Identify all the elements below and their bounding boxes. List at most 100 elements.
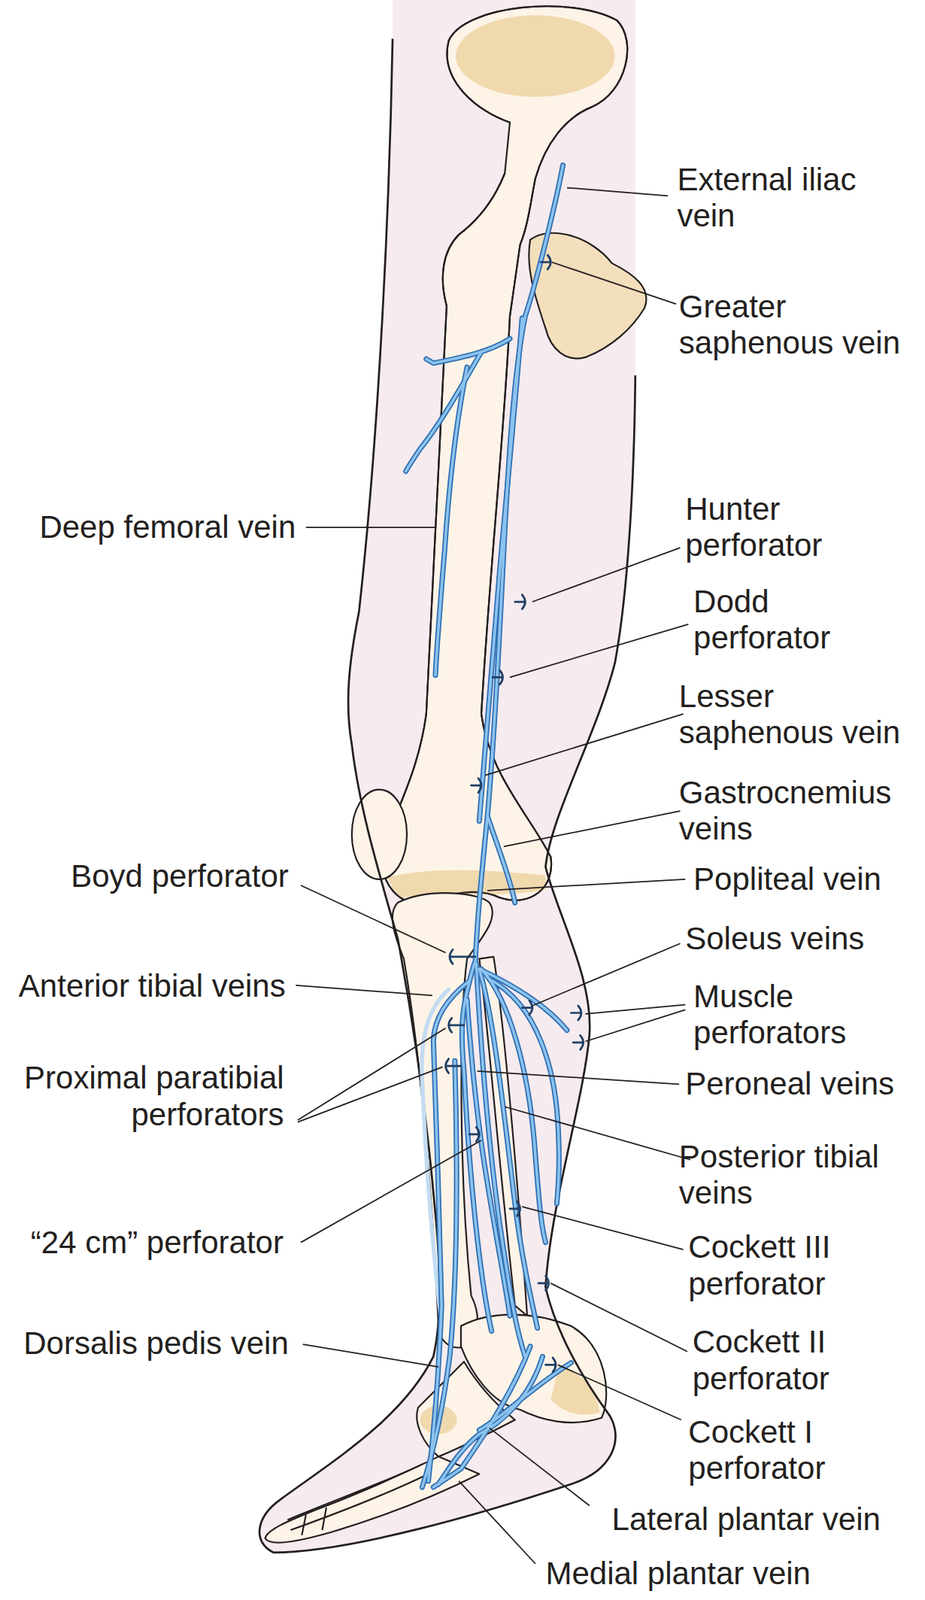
vein-outline (406, 351, 482, 472)
perforator-tick (469, 1126, 480, 1141)
anatomy-label: Posterior tibial veins (679, 1138, 919, 1212)
label-anchor: Soleus veins (685, 920, 865, 957)
label-anchor: Dodd perforator (693, 583, 871, 657)
perforator-tick (521, 1000, 533, 1015)
vein-outline (426, 338, 510, 364)
anatomy-label: Hunter perforator (685, 491, 862, 565)
label-anchor: Peroneal veins (685, 1065, 895, 1102)
leader-line (303, 1343, 439, 1367)
anatomy-label: Peroneal veins (685, 1065, 895, 1102)
leader-line (485, 713, 683, 775)
anatomy-label: Dorsalis pedis vein (23, 1325, 289, 1362)
anatomy-label: Lesser saphenous vein (679, 678, 919, 752)
leader-line (509, 624, 689, 678)
label-anchor: Muscle perforators (693, 978, 871, 1052)
label-anchor: External iliac vein (676, 161, 877, 235)
vein-fill (479, 968, 537, 1328)
perforator-tick (492, 670, 504, 685)
leader-line (295, 985, 433, 996)
vein-fill (489, 979, 559, 1204)
label-anchor: Dorsalis pedis vein (23, 1325, 289, 1362)
femoral-head-shade (455, 15, 616, 97)
label-anchor: Hunter perforator (685, 491, 862, 565)
label-anchor: Medial plantar vein (545, 1555, 811, 1592)
label-anchor: Boyd perforator (70, 858, 289, 895)
leader-line (489, 1427, 590, 1505)
leader-line (300, 885, 446, 953)
label-anchor: Cockett II perforator (692, 1323, 870, 1397)
vein-fill (406, 351, 482, 472)
leader-line (297, 1066, 443, 1122)
patella-bone (351, 789, 407, 880)
perforator-tick (509, 1200, 521, 1216)
vein-fill (406, 165, 572, 1487)
leader-line (585, 1004, 686, 1014)
leader-line (551, 261, 677, 304)
label-anchor: Posterior tibial veins (679, 1138, 919, 1212)
vein-outline (435, 366, 468, 676)
vein-fill (426, 338, 510, 364)
perforator-tick (470, 778, 482, 793)
vein-fill (421, 1060, 457, 1487)
anatomy-label: Medial plantar vein (545, 1555, 811, 1592)
vein-fill (461, 963, 492, 1331)
anatomy-label: Deep femoral vein (39, 509, 296, 546)
leader-line (532, 547, 681, 602)
anatomy-label: Greater saphenous vein (679, 288, 919, 362)
knee-shade (387, 870, 546, 898)
label-anchor: “24 cm” perforator (30, 1224, 284, 1261)
vein-outline (479, 318, 522, 822)
anatomy-label: Boyd perforator (70, 858, 289, 895)
perforator-tick (445, 254, 584, 1372)
vein-fill (467, 999, 510, 1316)
label-anchor: Popliteal vein (693, 861, 882, 898)
leader-line (306, 526, 437, 528)
anatomy-label: Gastrocnemius veins (679, 774, 919, 848)
perforator-tick (545, 1357, 556, 1372)
anatomy-label: “24 cm” perforator (30, 1224, 284, 1261)
leader-line (487, 879, 686, 891)
label-anchor: Deep femoral vein (39, 509, 296, 546)
perforator-tick (573, 1034, 584, 1050)
leader-line (300, 1140, 482, 1243)
label-anchor: Lateral plantar vein (612, 1501, 881, 1538)
anatomy-label: Cockett III perforator (688, 1228, 865, 1302)
vein-fill (479, 968, 568, 1030)
label-anchor: Proximal paratibial perforators (6, 1059, 285, 1133)
leader-line (567, 188, 668, 197)
vein-fill (435, 366, 468, 676)
vein-fill (479, 1362, 571, 1430)
label-anchor: Gastrocnemius veins (679, 774, 919, 848)
anatomy-label: Soleus veins (685, 920, 865, 957)
leader-line (477, 1070, 680, 1085)
label-anchor: Greater saphenous vein (679, 288, 919, 362)
perforator-tick (540, 254, 552, 270)
leader-line (532, 943, 681, 1006)
anatomy-label: Anterior tibial veins (18, 967, 286, 1004)
perforator-tick (445, 1058, 461, 1074)
leader-line (295, 188, 691, 1564)
leader-line (458, 1480, 536, 1564)
leader-line (504, 1106, 691, 1160)
leg-illustration (259, 0, 691, 1564)
perforator-tick (570, 1005, 582, 1020)
leg-skin (259, 0, 636, 1553)
vein-fill (479, 318, 522, 822)
toe-lines (287, 1463, 428, 1535)
anatomy-label: Dodd perforator (693, 583, 871, 657)
leader-line (521, 1206, 683, 1250)
vein-outline (467, 999, 510, 1316)
vein-fill (433, 1346, 531, 1487)
pelvis-bone (528, 233, 646, 359)
vein-outline (406, 165, 572, 1487)
anatomy-label: Muscle perforators (693, 978, 871, 1052)
label-anchor: Cockett III perforator (688, 1228, 865, 1302)
anatomy-label: Cockett I perforator (688, 1413, 865, 1487)
anatomy-label: Proximal paratibial perforators (6, 1059, 285, 1133)
perforator-tick (449, 949, 476, 964)
perforator-tick (538, 1275, 549, 1290)
leader-line (558, 1364, 682, 1420)
vein-outline (479, 1362, 571, 1430)
label-anchor: Anterior tibial veins (18, 967, 286, 1004)
